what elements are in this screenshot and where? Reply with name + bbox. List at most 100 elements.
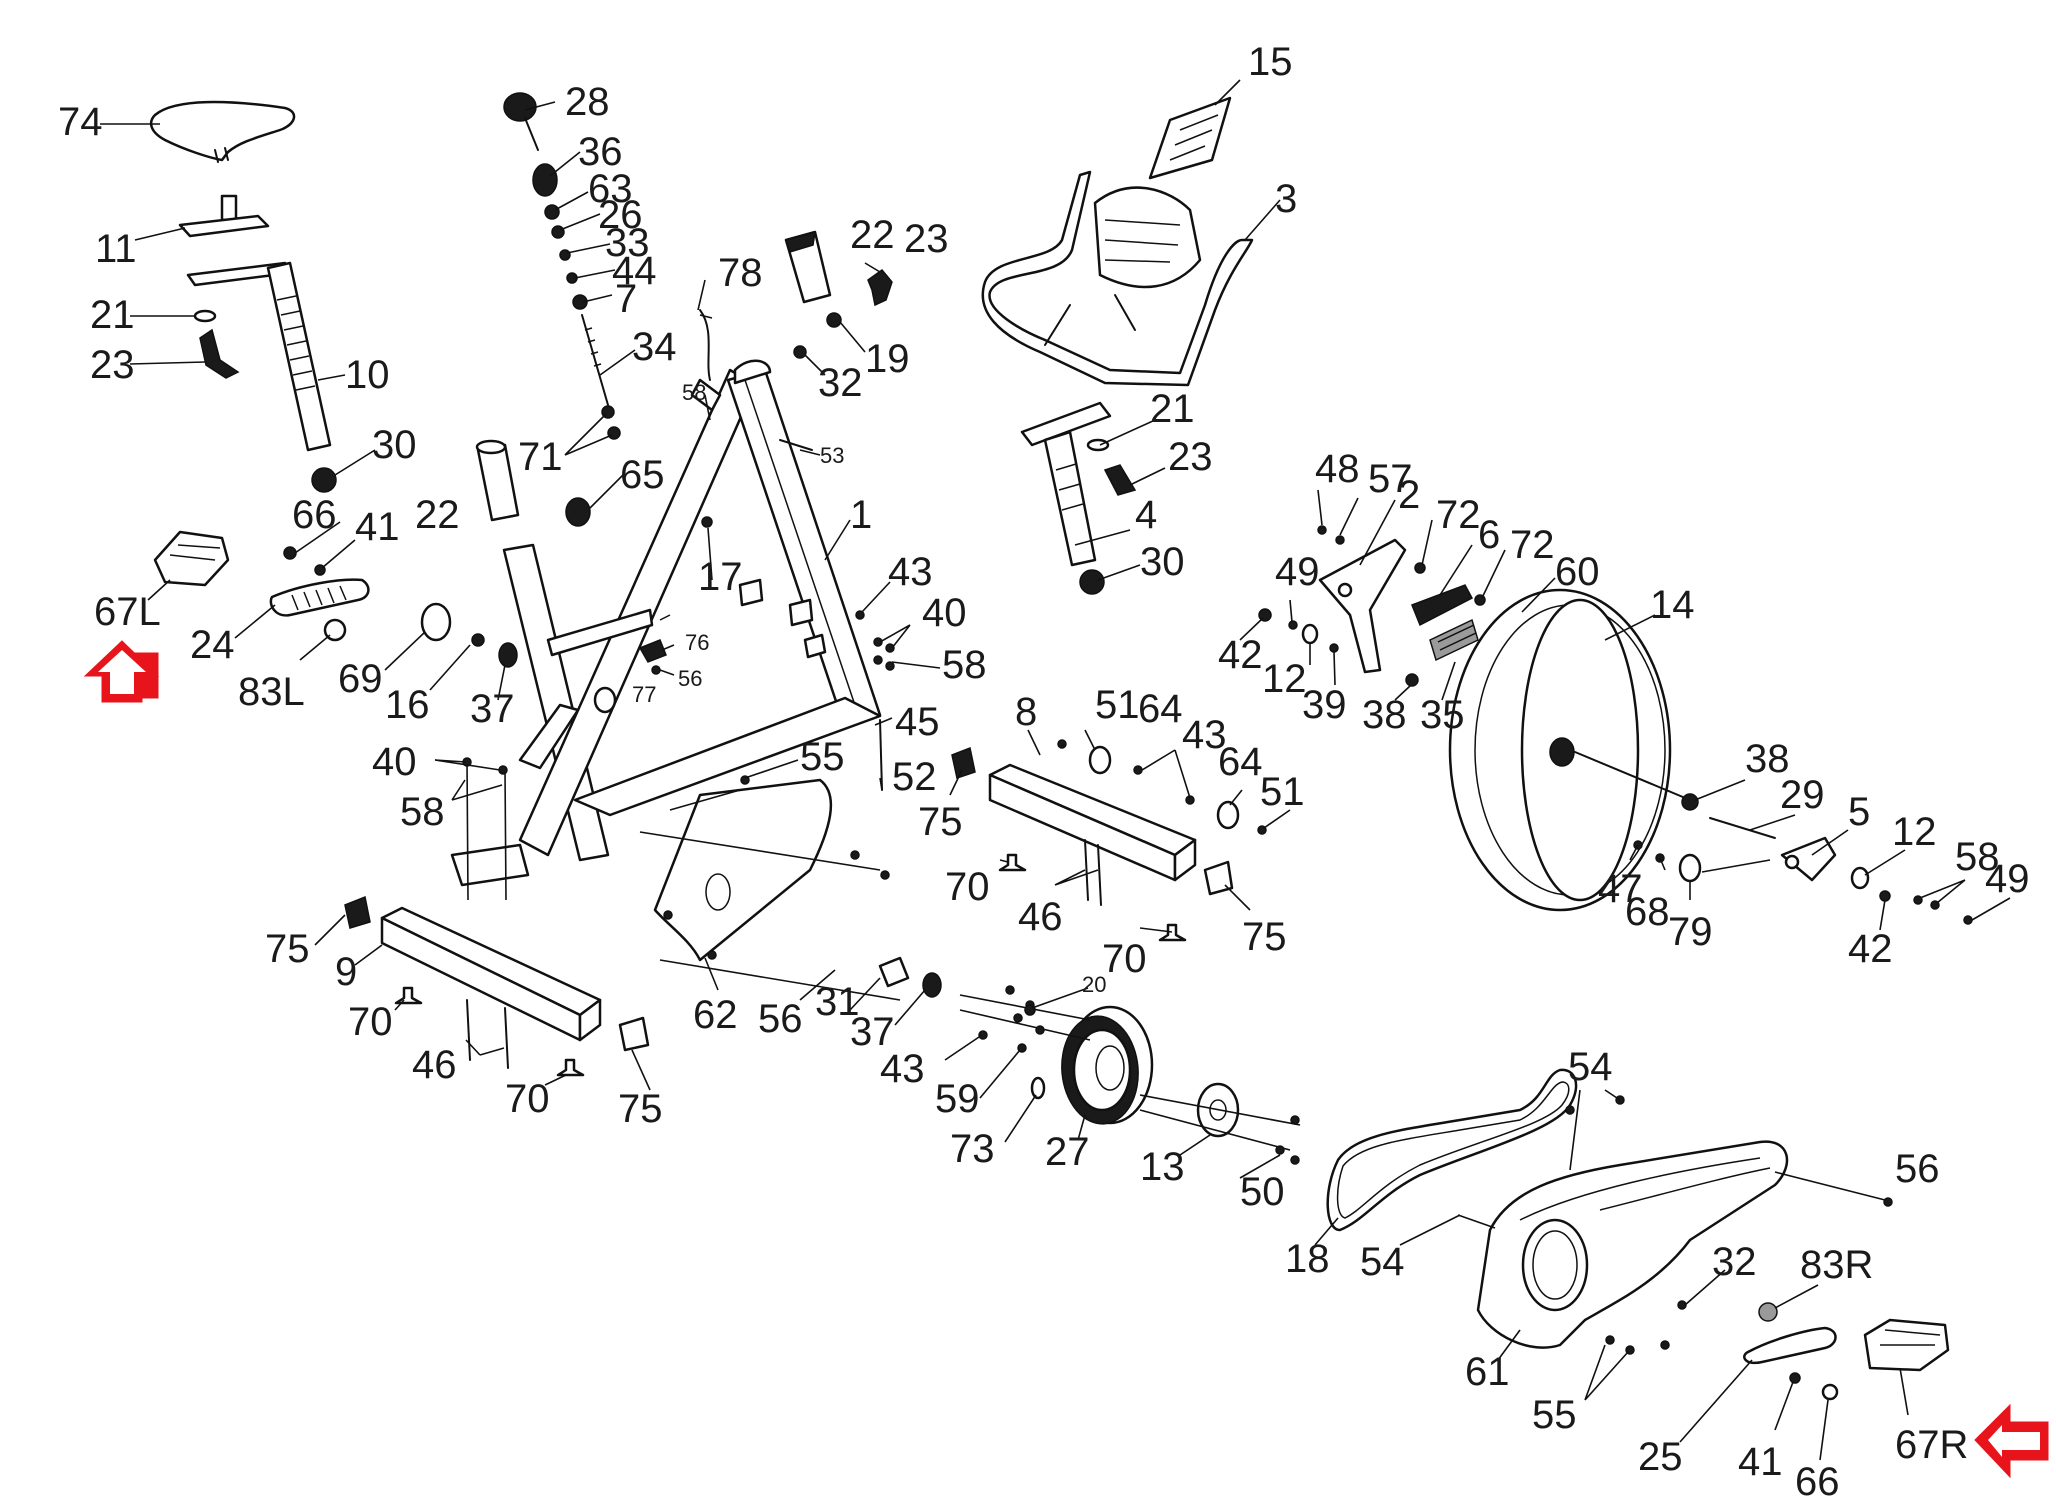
handlebar-insert-group [784, 230, 893, 359]
label-42b: 42 [1848, 927, 1893, 971]
label-27: 27 [1045, 1130, 1090, 1174]
label-8: 8 [1015, 690, 1037, 734]
seat-assembly [149, 100, 337, 493]
label-67L: 67L [94, 590, 161, 634]
label-9: 9 [335, 950, 357, 994]
part-washer-39 [1329, 643, 1339, 653]
part-nut-42b [1879, 890, 1891, 902]
label-24: 24 [190, 623, 235, 667]
part-screw-57 [1335, 535, 1345, 545]
label-21b: 21 [1150, 387, 1195, 431]
part-insert-22a [476, 443, 520, 522]
label-23c: 23 [1168, 435, 1213, 479]
part-brake-pad-35 [1429, 618, 1479, 662]
label-55: 55 [800, 735, 845, 779]
label-10: 10 [345, 353, 390, 397]
label-23: 23 [90, 343, 135, 387]
part-bearing-79 [1678, 853, 1702, 883]
label-51: 51 [1095, 683, 1140, 727]
part-slider-11 [178, 214, 270, 238]
part-nut-66a [283, 546, 297, 560]
part-knob-30a [311, 467, 337, 493]
part-nut-63 [544, 204, 560, 220]
part-bearing-69 [420, 602, 452, 642]
label-30b: 30 [1140, 540, 1185, 584]
label-34: 34 [632, 325, 677, 369]
label-58: 58 [682, 380, 706, 405]
part-nut-66b [1821, 1383, 1839, 1401]
label-32: 32 [818, 361, 863, 405]
part-bolt-58c [498, 765, 508, 775]
label-14: 14 [1650, 583, 1695, 627]
front-stabilizer-8 [951, 739, 1267, 942]
part-nut-32a [793, 345, 807, 359]
part-cable-78 [699, 309, 711, 381]
label-53: 53 [820, 443, 844, 468]
label-56b: 56 [758, 997, 803, 1041]
label-44: 44 [612, 249, 657, 293]
label-72b: 72 [1510, 523, 1555, 567]
label-57: 57 [1368, 457, 1413, 501]
label-43c: 43 [880, 1047, 925, 1091]
part-washer-16 [471, 633, 485, 647]
part-nut-72a [1414, 562, 1426, 574]
label-31: 31 [815, 980, 860, 1024]
label-54: 54 [1568, 1045, 1613, 1089]
label-65: 65 [620, 453, 665, 497]
label-74: 74 [58, 100, 103, 144]
label-75b: 75 [1242, 915, 1287, 959]
label-41: 41 [355, 505, 400, 549]
part-bushing-12a [1301, 623, 1319, 645]
part-spring-36 [532, 163, 558, 197]
part-washer-7 [572, 294, 588, 310]
label-77: 77 [632, 682, 656, 707]
part-foot-70d [556, 1058, 585, 1077]
part-handlebar-3 [981, 170, 1254, 387]
label-76: 76 [685, 630, 709, 655]
label-26: 26 [598, 193, 643, 237]
label-41b: 41 [1738, 1440, 1783, 1484]
callout-labels: 74 11 21 23 10 30 66 41 67L 24 83L 69 16… [58, 40, 2030, 1500]
drive-belt-18 [1326, 1068, 1578, 1232]
label-11: 11 [95, 227, 137, 271]
label-83L: 83L [238, 670, 305, 714]
label-2: 2 [1398, 473, 1420, 517]
part-knob-23c [1103, 464, 1137, 496]
part-bushing-12b [1850, 866, 1870, 890]
part-foot-70a [998, 853, 1027, 872]
part-foot-70c [394, 986, 423, 1005]
label-40b: 40 [372, 740, 417, 784]
label-3: 3 [1275, 177, 1297, 221]
part-washer-49b [1963, 915, 1973, 925]
part-brake-pad-6 [1411, 584, 1474, 627]
part-bolt-34 [581, 314, 609, 406]
label-23b: 23 [904, 217, 949, 261]
label-32b: 32 [1712, 1240, 1757, 1284]
label-66b: 66 [1795, 1460, 1840, 1500]
console-handlebar [981, 96, 1254, 595]
part-nut-71b [607, 426, 621, 440]
label-71: 71 [518, 435, 563, 479]
label-75c: 75 [265, 927, 310, 971]
label-22b: 22 [850, 213, 895, 257]
label-30: 30 [372, 423, 417, 467]
part-endcap-75b [1203, 860, 1234, 896]
part-screw-56c [1883, 1197, 1893, 1207]
chain-guard-inner-62 [639, 775, 901, 1001]
label-54b: 54 [1360, 1240, 1405, 1284]
label-64: 64 [1138, 687, 1183, 731]
label-64b: 64 [1218, 740, 1263, 784]
label-36: 36 [578, 130, 623, 174]
part-nut-38b [1681, 793, 1699, 811]
part-nut-20 [1024, 1004, 1036, 1016]
label-52: 52 [892, 755, 937, 799]
part-cap-83R [1758, 1302, 1778, 1322]
part-washer-26 [551, 225, 565, 239]
label-25: 25 [1638, 1435, 1683, 1479]
label-70c: 70 [348, 1000, 393, 1044]
label-13: 13 [1140, 1145, 1185, 1189]
label-46b: 46 [412, 1043, 457, 1087]
flywheel-14 [1448, 588, 1691, 912]
part-bolt-51a [1057, 739, 1067, 749]
label-63: 63 [588, 167, 633, 211]
